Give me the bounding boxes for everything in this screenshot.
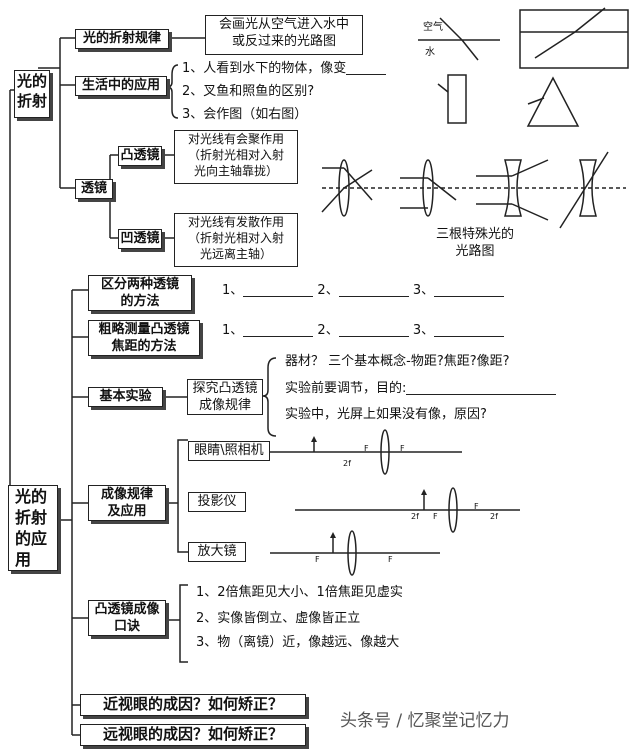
special-rays-caption: 三根特殊光的 光路图 xyxy=(436,227,515,259)
label-2f: 2f xyxy=(490,512,498,521)
node-convex-lens: 凸透镜 xyxy=(118,146,162,166)
note-refraction-law: 会画光从空气进入水中 或反过来的光路图 xyxy=(205,15,363,55)
rhyme-item-2: 2、实像皆倒立、虚像皆正立 xyxy=(196,611,361,626)
node-refraction: 光的 折射 xyxy=(14,70,50,118)
brace xyxy=(177,439,188,553)
rhyme-item-1: 1、2倍焦距见大小、1倍焦距见虚实 xyxy=(196,585,403,600)
node-refraction-law: 光的折射规律 xyxy=(75,29,169,49)
concave-lens-1 xyxy=(504,159,522,217)
node-projector: 投影仪 xyxy=(188,492,246,512)
node-imaging-rules: 成像规律 及应用 xyxy=(88,485,166,521)
answer-blank xyxy=(243,324,314,337)
label-2f: 2f xyxy=(411,512,419,521)
label-2f: 2f xyxy=(343,459,351,468)
imaging-lens-2 xyxy=(448,487,458,533)
brace xyxy=(166,64,179,119)
distinguish-blanks: 1、 2、 3、 xyxy=(222,282,505,300)
prism-shape xyxy=(526,76,580,127)
node-concave-lens: 凹透镜 xyxy=(118,229,162,249)
answer-blank xyxy=(243,284,314,297)
answer-blank xyxy=(338,324,409,337)
answer-blank xyxy=(406,382,557,395)
watermark: 头条号 / 忆聚堂记忆力 xyxy=(340,711,510,731)
brace xyxy=(179,584,188,663)
node-hyperopia: 远视眼的成因？如何矫正？ xyxy=(80,724,306,746)
node-myopia: 近视眼的成因？如何矫正？ xyxy=(80,694,306,716)
water-label: 水 xyxy=(425,47,435,58)
node-distinguish-lenses: 区分两种透镜 的方法 xyxy=(88,275,192,311)
label-f: F xyxy=(433,512,438,521)
explore-item-1: 器材？ 三个基本概念-物距?焦距?像距? xyxy=(285,354,510,369)
brace xyxy=(262,357,277,437)
answer-blank xyxy=(338,284,409,297)
node-lens-rhyme: 凸透镜成像 口诀 xyxy=(88,600,166,636)
convex-lens-2 xyxy=(422,159,434,217)
imaging-lens-3 xyxy=(347,530,357,576)
air-label: 空气 xyxy=(423,22,443,33)
label-f: F xyxy=(400,444,405,453)
node-explore-imaging: 探究凸透镜 成像规律 xyxy=(187,379,263,415)
measure-blanks: 1、 2、 3、 xyxy=(222,322,505,340)
convex-lens-1 xyxy=(338,159,350,217)
node-lens: 透镜 xyxy=(75,179,113,199)
answer-blank xyxy=(346,62,387,75)
explore-item-3: 实验中，光屏上如果没有像，原因? xyxy=(285,407,487,422)
label-f: F xyxy=(388,555,393,564)
glass-block xyxy=(447,74,467,124)
node-measure-focal: 粗略测量凸透镜 焦距的方法 xyxy=(88,320,200,356)
node-camera: 眼睛\照相机 xyxy=(188,441,270,461)
node-magnifier: 放大镜 xyxy=(188,542,246,562)
label-f: F xyxy=(364,444,369,453)
concave-lens-2 xyxy=(579,159,597,217)
answer-blank xyxy=(434,284,505,297)
imaging-lens-1 xyxy=(380,429,390,475)
water-tank xyxy=(519,9,629,69)
node-refraction-application: 光的 折射 的应 用 xyxy=(8,485,58,571)
label-f: F xyxy=(474,502,479,511)
explore-item-2: 实验前要调节，目的: xyxy=(285,380,557,398)
node-basic-experiment: 基本实验 xyxy=(88,387,163,407)
life-item-1: 1、人看到水下的物体，像变 xyxy=(182,60,387,78)
life-item-3: 3、会作图（如右图） xyxy=(182,107,308,122)
note-convex-lens: 对光线有会聚作用 （折射光相对入射 光向主轴靠拢） xyxy=(174,130,298,184)
node-life-application: 生活中的应用 xyxy=(75,76,167,96)
label-f: F xyxy=(315,555,320,564)
rhyme-item-3: 3、物（离镜）近，像越远、像越大 xyxy=(196,635,400,650)
answer-blank xyxy=(434,324,505,337)
note-concave-lens: 对光线有发散作用 （折射光相对入射 光远离主轴） xyxy=(174,213,298,267)
life-item-2: 2、叉鱼和照鱼的区别? xyxy=(182,84,315,99)
